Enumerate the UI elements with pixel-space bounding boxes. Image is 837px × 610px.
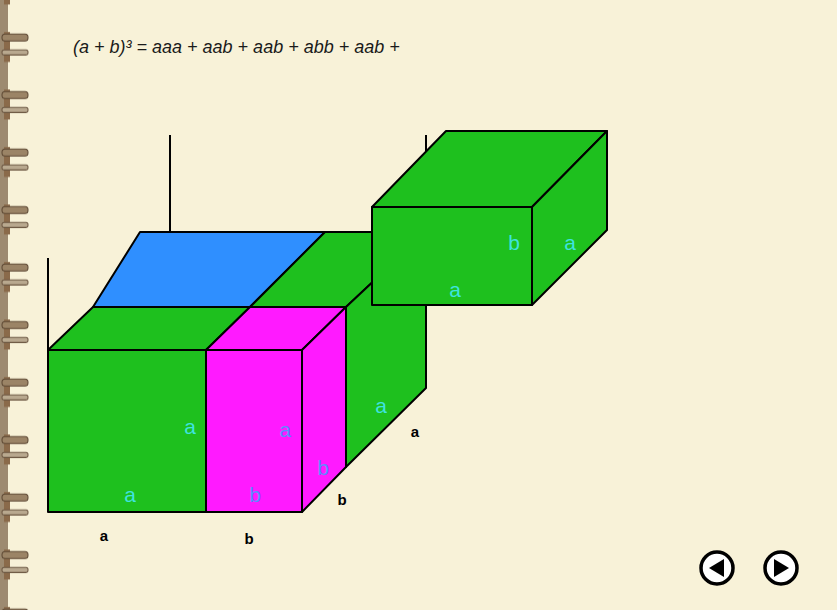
equation-title: (a + b)³ = aaa + aab + aab + abb + aab +: [73, 37, 400, 58]
edge-label: a: [375, 395, 387, 416]
edge-label: a: [124, 484, 136, 505]
edge-label: a: [279, 419, 291, 440]
dimension-label: b: [244, 531, 253, 546]
edge-label: a: [449, 279, 461, 300]
edge-label: b: [249, 484, 261, 505]
edge-label: b: [508, 232, 520, 253]
dimension-label: a: [100, 528, 108, 543]
edge-label: b: [317, 457, 329, 478]
nav-buttons: [701, 552, 797, 584]
cube-pieces: [48, 131, 607, 512]
dimension-label: a: [411, 424, 419, 439]
dimension-label: b: [337, 492, 346, 507]
spiral-binding: [0, 0, 34, 610]
edge-label: a: [564, 232, 576, 253]
edge-label: a: [184, 416, 196, 437]
